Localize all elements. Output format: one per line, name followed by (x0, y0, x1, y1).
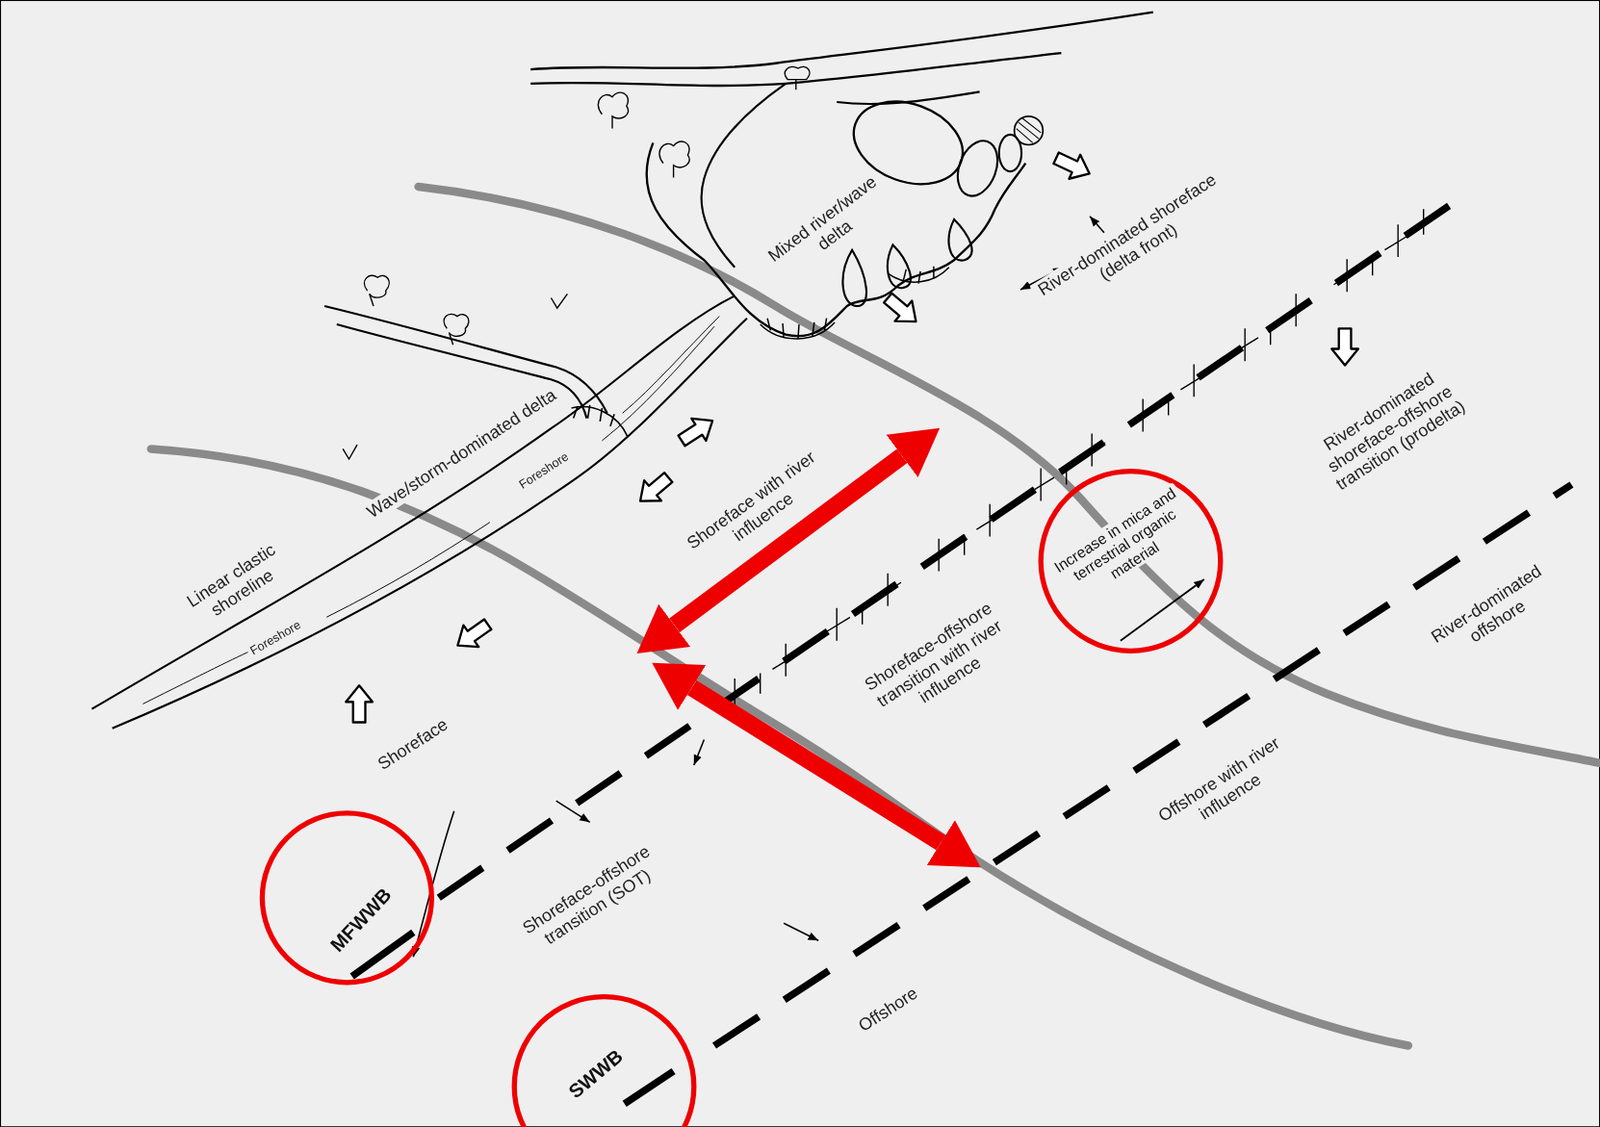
callout-circle: SWWB (511, 993, 697, 1127)
callout-text: MFWWB (324, 881, 399, 959)
transport-arrow (450, 613, 496, 656)
foreshore-lines (142, 316, 720, 705)
transport-arrow (1331, 328, 1359, 365)
zone-label: Shoreface-offshore transition (SOT) (510, 835, 674, 962)
callout-text: Increase in mica and terrestrial organic… (1047, 482, 1202, 608)
transport-arrow (1050, 146, 1095, 186)
zone-label: Mixed river/wave delta (762, 169, 896, 284)
facies-boundary (418, 186, 1600, 764)
mouth-bar (1016, 118, 1041, 143)
facies-boundary (151, 448, 1409, 1046)
zone-label: River-dominated shoreface (delta front) (1029, 166, 1237, 320)
circle-outline (261, 813, 432, 983)
zone-label: Shoreface (371, 713, 455, 777)
circle-outline (258, 810, 435, 986)
zone-label: Shoreface-offshore transition with river… (849, 590, 1029, 736)
tree-symbol (363, 66, 809, 345)
circle-outline (1040, 471, 1221, 652)
transport-arrow (674, 410, 721, 453)
transport-arrow (631, 467, 677, 513)
callout-circle: MFWWB (258, 810, 435, 986)
delta-outline (646, 142, 1027, 336)
leader-arrow (783, 923, 819, 941)
zone-label: Offshore with river influence (1142, 724, 1307, 852)
shoreline (112, 318, 748, 729)
mfwwb-line (352, 932, 414, 978)
river (324, 306, 608, 413)
river-mouth (571, 405, 628, 438)
mfwwb-line (438, 191, 1471, 899)
zone-label: Wave/storm-dominated delta (360, 383, 562, 524)
mouth-bar (1014, 116, 1044, 146)
swwb-line (714, 484, 1572, 1046)
leader-arrow (1120, 579, 1205, 642)
leader-arrow (556, 800, 591, 823)
leader-arrow (694, 739, 705, 766)
transport-arrow (878, 287, 925, 333)
grass-symbol (342, 293, 568, 460)
callout-text: SWWB (562, 1043, 630, 1106)
shoreline (91, 295, 735, 709)
zone-label: River-dominated shoreface-offshore trans… (1306, 360, 1473, 497)
callout-circle: Increase in mica and terrestrial organic… (1037, 468, 1224, 655)
swwb-line (624, 1071, 674, 1105)
zone-label: Offshore (851, 981, 924, 1038)
delta-river (530, 12, 1154, 70)
circle-outline (514, 997, 695, 1127)
leader-arrow (412, 811, 454, 958)
delta-lobe (950, 134, 1005, 202)
transport-arrow (345, 685, 373, 723)
leader-arrow (1089, 216, 1105, 233)
delta-lobe (842, 219, 972, 307)
